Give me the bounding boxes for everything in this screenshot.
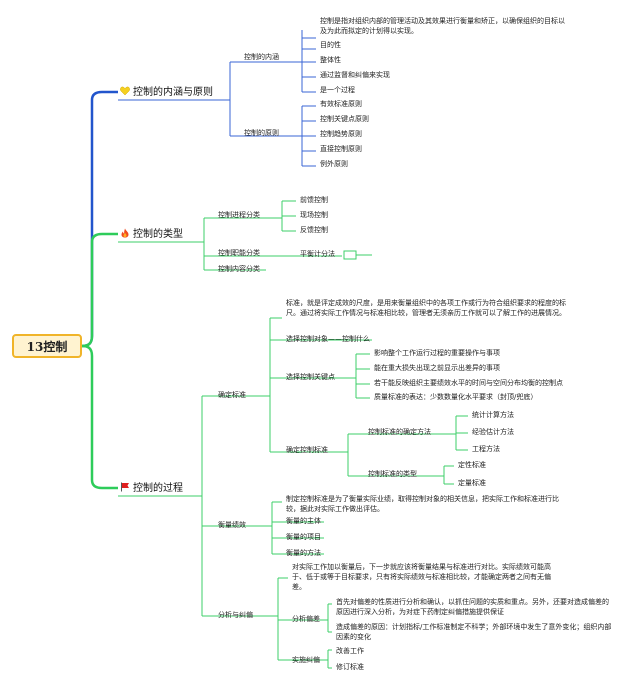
sub-node[interactable]: 分析与纠偏 bbox=[218, 611, 253, 619]
list-item: 例外原则 bbox=[320, 160, 348, 168]
branch1-lines bbox=[118, 30, 316, 167]
sub-node[interactable]: 控制标准的确定方法 bbox=[368, 428, 431, 436]
list-item: 若干能反映组织主要绩效水平的时间与空间分布均衡的控制点 bbox=[374, 379, 563, 387]
fire-icon bbox=[121, 228, 129, 238]
branch-title: 控制的类型 bbox=[133, 229, 183, 240]
list-item: 定性标准 bbox=[458, 461, 486, 469]
list-item: 标准，就是评定成效的尺度，是用来衡量组织中的各项工作或行为符合组织要求的程度的标… bbox=[286, 299, 566, 317]
branch-node-3[interactable]: 控制的过程 bbox=[120, 482, 183, 496]
list-item: 整体性 bbox=[320, 56, 341, 64]
branch-line-3 bbox=[81, 344, 118, 490]
list-item: 造成偏差的原因：计划指标/工作标准制定不科学；外部环境中发生了意外变化；组织内部… bbox=[336, 623, 612, 641]
list-item: 衡量的主体 bbox=[286, 517, 321, 525]
list-item: 控制关键点原则 bbox=[320, 115, 369, 123]
list-item: 衡量的项目 bbox=[286, 533, 321, 541]
list-item: 工程方法 bbox=[472, 445, 500, 453]
branch-node-2[interactable]: 控制的类型 bbox=[120, 228, 183, 242]
sub-node[interactable]: 衡量绩效 bbox=[218, 521, 246, 529]
list-item: 统计计算方法 bbox=[472, 411, 514, 419]
list-item: 是一个过程 bbox=[320, 86, 355, 94]
red-flag-icon bbox=[121, 482, 129, 492]
list-item: 经验估计方法 bbox=[472, 428, 514, 436]
sub-node[interactable]: 控制内容分类 bbox=[218, 265, 260, 273]
list-item: 目的性 bbox=[320, 41, 341, 49]
list-item: 反馈控制 bbox=[300, 226, 328, 234]
list-item: 平衡计分法 bbox=[300, 250, 335, 258]
sub-node[interactable]: 分析偏差 bbox=[292, 615, 320, 623]
list-item: 制定控制标准是为了衡量实际业绩，取得控制对象的相关信息，把实际工作和标准进行比较… bbox=[286, 495, 559, 513]
list-item: 有效标准原则 bbox=[320, 100, 362, 108]
list-item: 衡量的方法 bbox=[286, 549, 321, 557]
branch-title: 控制的内涵与原则 bbox=[133, 87, 213, 98]
list-item: 定量标准 bbox=[458, 479, 486, 487]
list-item: 通过监督和纠偏来实现 bbox=[320, 71, 390, 79]
branch-line-2 bbox=[81, 232, 118, 348]
list-item: 现场控制 bbox=[300, 211, 328, 219]
branch-line-1 bbox=[81, 90, 118, 348]
sub-node[interactable]: 控制标准的类型 bbox=[368, 470, 417, 478]
sub-node[interactable]: 确定标准 bbox=[218, 391, 246, 399]
list-item: 前馈控制 bbox=[300, 196, 328, 204]
branch-node-1[interactable]: 控制的内涵与原则 bbox=[120, 86, 213, 100]
list-item: 直接控制原则 bbox=[320, 145, 362, 153]
sub-node[interactable]: 实施纠偏 bbox=[292, 656, 320, 664]
list-item: 影响整个工作运行过程的重要操作与事项 bbox=[374, 349, 500, 357]
list-item: 首先对偏差的性质进行分析和确认，以抓住问题的实质和重点。另外，还要对造成偏差的原… bbox=[336, 598, 609, 616]
list-item: 选择控制对象——控制什么 bbox=[286, 335, 370, 343]
list-item: 对实际工作加以衡量后，下一步就应该将衡量结果与标准进行对比。实际绩效可能高于、低… bbox=[292, 563, 551, 591]
sub-node[interactable]: 控制职能分类 bbox=[218, 249, 260, 257]
sub-node[interactable]: 控制的内涵 bbox=[244, 53, 279, 61]
list-item: 控制趋势原则 bbox=[320, 130, 362, 138]
yellow-heart-icon bbox=[120, 86, 130, 96]
sub-node[interactable]: 控制的原则 bbox=[244, 129, 279, 137]
list-item: 修订标准 bbox=[336, 663, 364, 671]
list-item[interactable]: 选择控制关键点 bbox=[286, 373, 335, 381]
sub-node[interactable]: 控制进程分类 bbox=[218, 211, 260, 219]
branch3-lines bbox=[118, 317, 468, 669]
list-item[interactable]: 确定控制标准 bbox=[286, 446, 328, 454]
branch-title: 控制的过程 bbox=[133, 483, 183, 494]
list-item: 能在重大损失出现之前显示出差异的事项 bbox=[374, 364, 500, 372]
list-item: 改善工作 bbox=[336, 647, 364, 655]
root-branch-lines bbox=[81, 90, 118, 490]
list-item: 控制是指对组织内部的管理活动及其效果进行衡量和矫正，以确保组织的目标以及为此而拟… bbox=[320, 17, 565, 35]
root-node[interactable]: 13控制 bbox=[12, 334, 82, 358]
branch2-lines bbox=[118, 200, 372, 271]
list-item: 质量标准的表达：少数数量化水平要求（封顶/兜底） bbox=[374, 393, 538, 401]
